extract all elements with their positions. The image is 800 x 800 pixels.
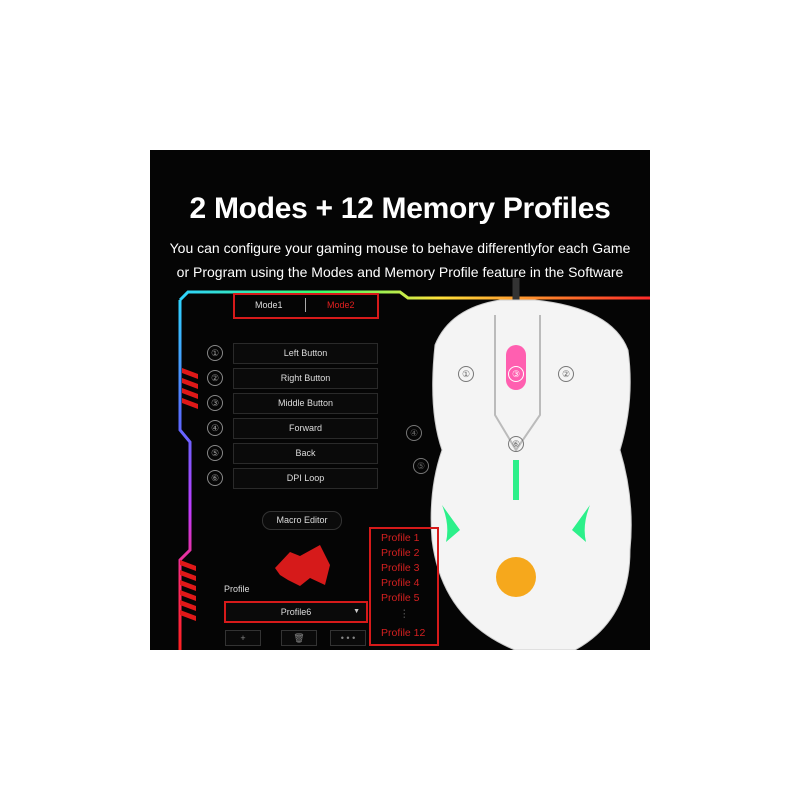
- mouse-label-3: ③: [508, 366, 524, 382]
- subtitle-line-2: or Program using the Modes and Memory Pr…: [176, 264, 624, 280]
- button-number-1: ①: [207, 345, 223, 361]
- profile-select[interactable]: Profile6 ▼: [224, 601, 368, 623]
- button-back[interactable]: Back: [233, 443, 378, 464]
- profile-item[interactable]: Profile 5: [381, 592, 420, 604]
- rgb-frame-decoration: [178, 278, 650, 650]
- button-dpi-loop[interactable]: DPI Loop: [233, 468, 378, 489]
- profile-item[interactable]: Profile 3: [381, 562, 420, 574]
- profile-item[interactable]: Profile 12: [381, 627, 426, 639]
- mouse-body: [430, 299, 632, 650]
- mouse-label-5: ⑤: [413, 458, 429, 474]
- product-panel: 2 Modes + 12 Memory Profiles You can con…: [150, 150, 650, 650]
- button-number-4: ④: [207, 420, 223, 436]
- button-left[interactable]: Left Button: [233, 343, 378, 364]
- add-profile-button[interactable]: +: [225, 630, 261, 646]
- profile-item[interactable]: Profile 2: [381, 547, 420, 559]
- mouse-label-2: ②: [558, 366, 574, 382]
- macro-editor-button[interactable]: Macro Editor: [262, 511, 342, 530]
- delete-profile-button[interactable]: 🗑: [281, 630, 317, 646]
- profile-item[interactable]: Profile 4: [381, 577, 420, 589]
- profile-item[interactable]: Profile 1: [381, 532, 420, 544]
- profile-list: Profile 1 Profile 2 Profile 3 Profile 4 …: [369, 527, 439, 646]
- mouse-label-6: ⑥: [508, 436, 524, 452]
- mode1-tab[interactable]: Mode1: [255, 300, 283, 310]
- profile-label: Profile: [224, 584, 250, 594]
- mouse-label-1: ①: [458, 366, 474, 382]
- button-number-3: ③: [207, 395, 223, 411]
- more-options-button[interactable]: • • •: [330, 630, 366, 646]
- button-number-5: ⑤: [207, 445, 223, 461]
- button-number-6: ⑥: [207, 470, 223, 486]
- profile-ellipsis: ⋮: [399, 608, 410, 620]
- mode-switch: Mode1 Mode2: [233, 293, 379, 319]
- button-middle[interactable]: Middle Button: [233, 393, 378, 414]
- mode2-tab[interactable]: Mode2: [327, 300, 355, 310]
- button-forward[interactable]: Forward: [233, 418, 378, 439]
- button-number-2: ②: [207, 370, 223, 386]
- chevron-down-icon: ▼: [353, 608, 360, 615]
- redragon-logo: [275, 545, 330, 586]
- profile-selected-value: Profile6: [280, 607, 312, 617]
- mode-divider: [305, 298, 306, 312]
- subtitle-line-1: You can configure your gaming mouse to b…: [169, 240, 631, 256]
- button-right[interactable]: Right Button: [233, 368, 378, 389]
- headline: 2 Modes + 12 Memory Profiles: [189, 192, 611, 225]
- mouse-label-4: ④: [406, 425, 422, 441]
